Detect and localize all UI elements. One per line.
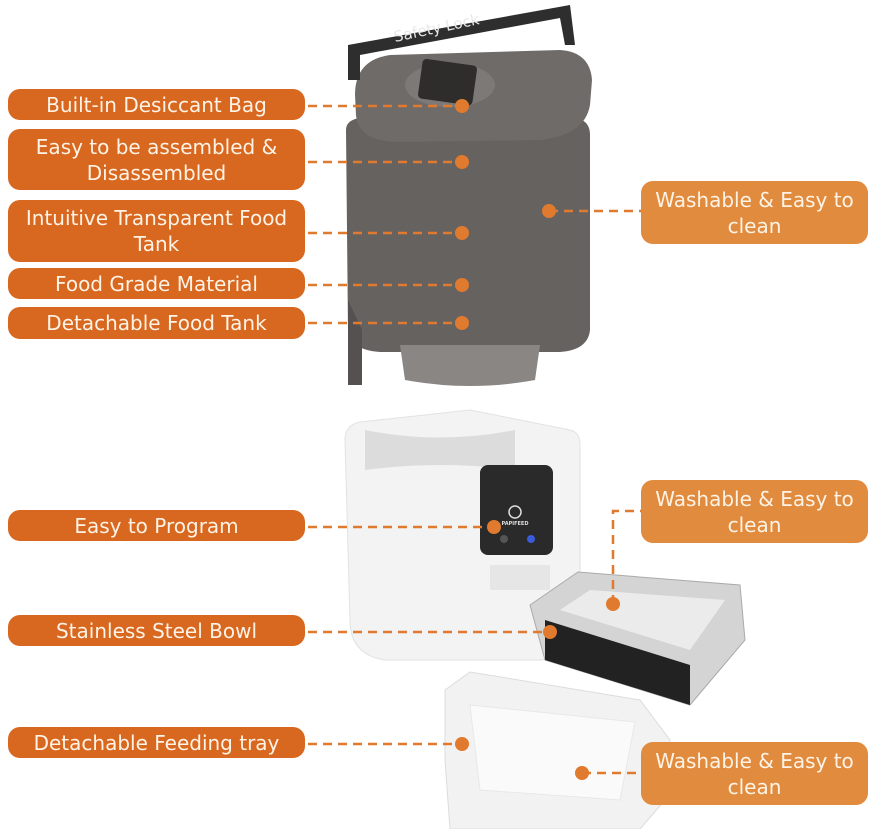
label-steel-bowl: Stainless Steel Bowl [8,615,305,646]
brand-text: PAPIFEED [502,521,529,527]
label-washable-bowl: Washable & Easy to clean [641,480,868,543]
feeder-base: PAPIFEED [344,409,581,661]
label-transparent-tank: Intuitive Transparent Food Tank [8,200,305,262]
label-easy-assembly: Easy to be assembled & Disassembled [8,129,305,190]
food-tank [346,50,592,386]
label-detachable-tank: Detachable Food Tank [8,307,305,339]
stainless-bowl [529,571,746,706]
label-desiccant-bag: Built-in Desiccant Bag [8,89,305,120]
feed-button [500,535,508,543]
label-washable-tank: Washable & Easy to clean [641,181,868,244]
brand-logo-icon [508,505,522,519]
label-food-grade: Food Grade Material [8,268,305,299]
status-light [527,535,535,543]
label-feeding-tray: Detachable Feeding tray [8,727,305,758]
label-easy-program: Easy to Program [8,510,305,541]
feeding-tray [444,671,671,829]
label-washable-tray: Washable & Easy to clean [641,742,868,805]
leader-lines [308,104,641,775]
callout-dots [455,99,620,780]
control-panel [480,465,553,555]
